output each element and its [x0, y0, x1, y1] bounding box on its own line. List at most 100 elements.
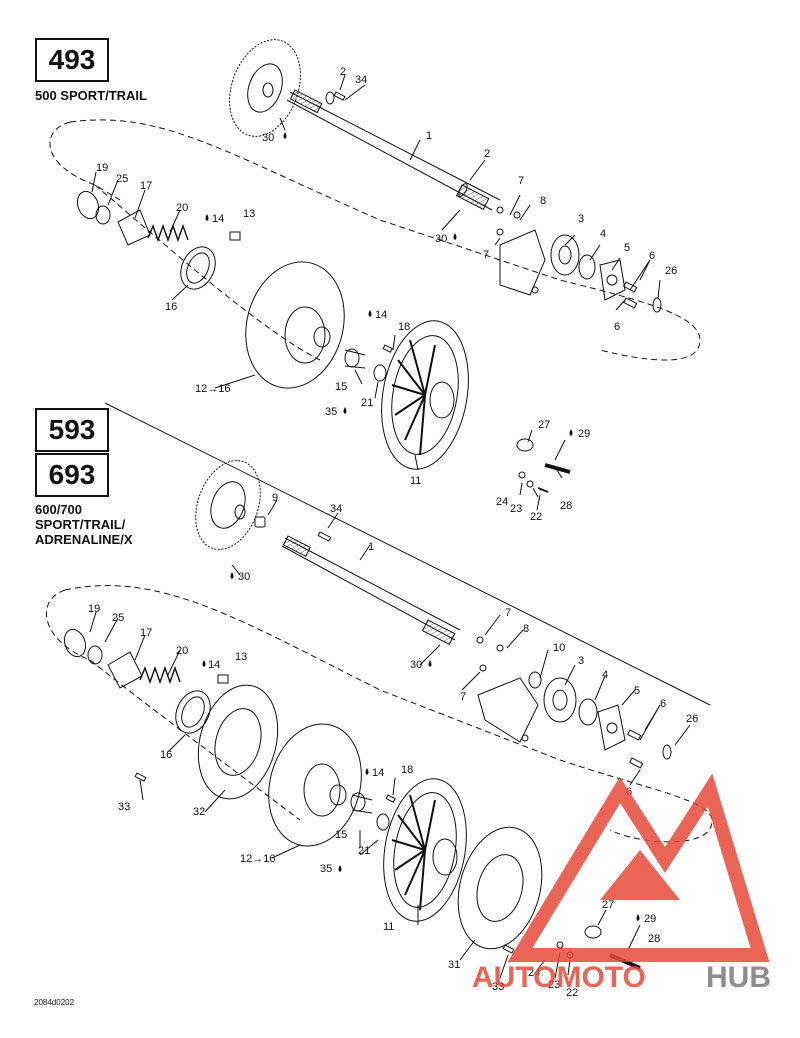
callout-28-top: 28: [560, 500, 572, 512]
model-label-bottom-line-2: SPORT/TRAIL/: [35, 517, 126, 532]
callout-7-top-b: 7: [483, 249, 489, 261]
callout-4-top: 4: [600, 228, 606, 240]
callout-13-bottom: 13: [235, 651, 247, 663]
callout-1-top: 1: [426, 130, 432, 142]
callout-22-top: 22: [530, 511, 542, 523]
top-spring: [147, 223, 189, 243]
top-dashed-outline: [49, 119, 701, 361]
model-label-top: 500 SPORT/TRAIL: [35, 88, 147, 103]
bottom-cover-plate-31: [457, 826, 543, 950]
callout-33-bottom-a: 33: [118, 801, 130, 813]
callout-7-top-a: 7: [518, 175, 524, 187]
callout-14-bottom-a: 14: [208, 659, 220, 671]
callout-28-bottom: 28: [648, 933, 660, 945]
drawing-code: 2084d0202: [34, 998, 75, 1007]
callout-26-bottom: 26: [686, 713, 698, 725]
callout-29-bottom: 29: [644, 913, 656, 925]
top-sprocket: [229, 39, 301, 137]
callout-8-top: 8: [540, 195, 546, 207]
callout-7-bottom-b: 7: [460, 691, 466, 703]
model-label-bottom-line-3: ADRENALINE/X: [35, 532, 133, 547]
callout-14-bottom-b: 14: [372, 767, 384, 779]
callout-3-top: 3: [578, 213, 584, 225]
callout-20-bottom: 20: [176, 645, 188, 657]
callout-2-top-a: 2: [340, 66, 346, 78]
callout-15-top: 15: [335, 381, 347, 393]
callout-8-bottom: 8: [523, 623, 529, 635]
top-callout-labels: 1 2 2 3 4 5 6 6 7 7 8 11 12→16 13 14 14 …: [96, 66, 677, 523]
callout-22-bottom: 22: [566, 987, 578, 999]
automotohub-watermark-logo: AUTOMOTO HUB: [472, 773, 771, 994]
top-sliding-sheave: [245, 261, 345, 389]
callout-17-top: 17: [140, 180, 152, 192]
callout-7-bottom-a: 7: [505, 607, 511, 619]
callout-24-bottom: 24: [528, 967, 540, 979]
callout-19-bottom: 19: [88, 603, 100, 615]
watermark-text-auto-moto: AUTOMOTO: [472, 961, 646, 994]
callout-11-top: 11: [410, 475, 421, 487]
callout-12-top: 12→16: [195, 383, 230, 395]
callout-20-top: 20: [176, 202, 188, 214]
callout-23-top: 23: [510, 503, 522, 515]
callout-32-bottom: 32: [193, 806, 205, 818]
callout-33-bottom-b: 33: [492, 981, 504, 993]
callout-25-bottom: 25: [112, 612, 124, 624]
bottom-spring: [139, 665, 181, 685]
bottom-dashed-outline: [45, 585, 713, 843]
callout-18-top: 18: [398, 321, 410, 333]
callout-29-top: 29: [578, 428, 590, 440]
callout-6-top-a: 6: [649, 250, 655, 262]
top-assembly: [49, 39, 701, 511]
bottom-bracket: [477, 677, 539, 743]
callout-10-bottom: 10: [553, 642, 565, 654]
callout-24-top: 24: [496, 496, 508, 508]
callout-23-bottom: 23: [548, 979, 560, 991]
callout-3-bottom: 3: [578, 655, 584, 667]
callout-2-top-b: 2: [484, 148, 490, 160]
callout-6-top-b: 6: [614, 321, 620, 333]
callout-21-top: 21: [361, 397, 373, 409]
callout-30-top-b: 30: [435, 233, 447, 245]
callout-30-top-a: 30: [262, 132, 274, 144]
callout-21-bottom: 21: [358, 845, 370, 857]
callout-16-top: 16: [165, 301, 177, 313]
callout-14-top-b: 14: [375, 309, 387, 321]
callout-26-top: 26: [665, 265, 677, 277]
callout-34-top: 34: [355, 74, 367, 86]
callout-14-top-a: 14: [212, 213, 224, 225]
callout-9-bottom: 9: [272, 492, 278, 504]
callout-1-bottom: 1: [368, 541, 374, 553]
bottom-assembly: [45, 402, 713, 979]
callout-11-bottom: 11: [383, 921, 394, 933]
callout-35-bottom: 35: [320, 863, 332, 875]
callout-30-bottom-a: 30: [238, 571, 250, 583]
callout-27-top: 27: [538, 419, 550, 431]
callout-27-bottom: 27: [602, 899, 614, 911]
top-bracket: [499, 229, 546, 296]
callout-16-bottom: 16: [160, 749, 172, 761]
model-label-bottom-line-1: 600/700: [35, 502, 82, 517]
bottom-sprocket: [195, 460, 261, 550]
bottom-cover-plate-32: [197, 684, 279, 800]
callout-19-top: 19: [96, 162, 108, 174]
bottom-shaft: [281, 535, 461, 645]
top-fixed-sheave: [381, 320, 469, 470]
bottom-sliding-sheave: [268, 723, 362, 847]
bottom-callout-labels: 1 3 4 5 6 6 7 7 8 9 10 11 12→16 13 14 14…: [88, 492, 698, 999]
model-box-593: 593: [35, 408, 109, 452]
callout-6-bottom-a: 6: [660, 698, 666, 710]
callout-35-top: 35: [325, 406, 337, 418]
model-box-493: 493: [35, 38, 109, 82]
callout-5-bottom: 5: [634, 685, 640, 697]
callout-17-bottom: 17: [140, 627, 152, 639]
callout-15-bottom: 15: [335, 829, 347, 841]
callout-5-top: 5: [624, 242, 630, 254]
callout-31-bottom: 31: [448, 959, 460, 971]
callout-34-bottom: 34: [330, 503, 342, 515]
callout-12-bottom: 12→16: [240, 853, 275, 865]
bottom-fixed-sheave: [383, 778, 467, 922]
callout-4-bottom: 4: [602, 669, 608, 681]
callout-25-top: 25: [116, 173, 128, 185]
watermark-text-hub: HUB: [706, 961, 771, 994]
